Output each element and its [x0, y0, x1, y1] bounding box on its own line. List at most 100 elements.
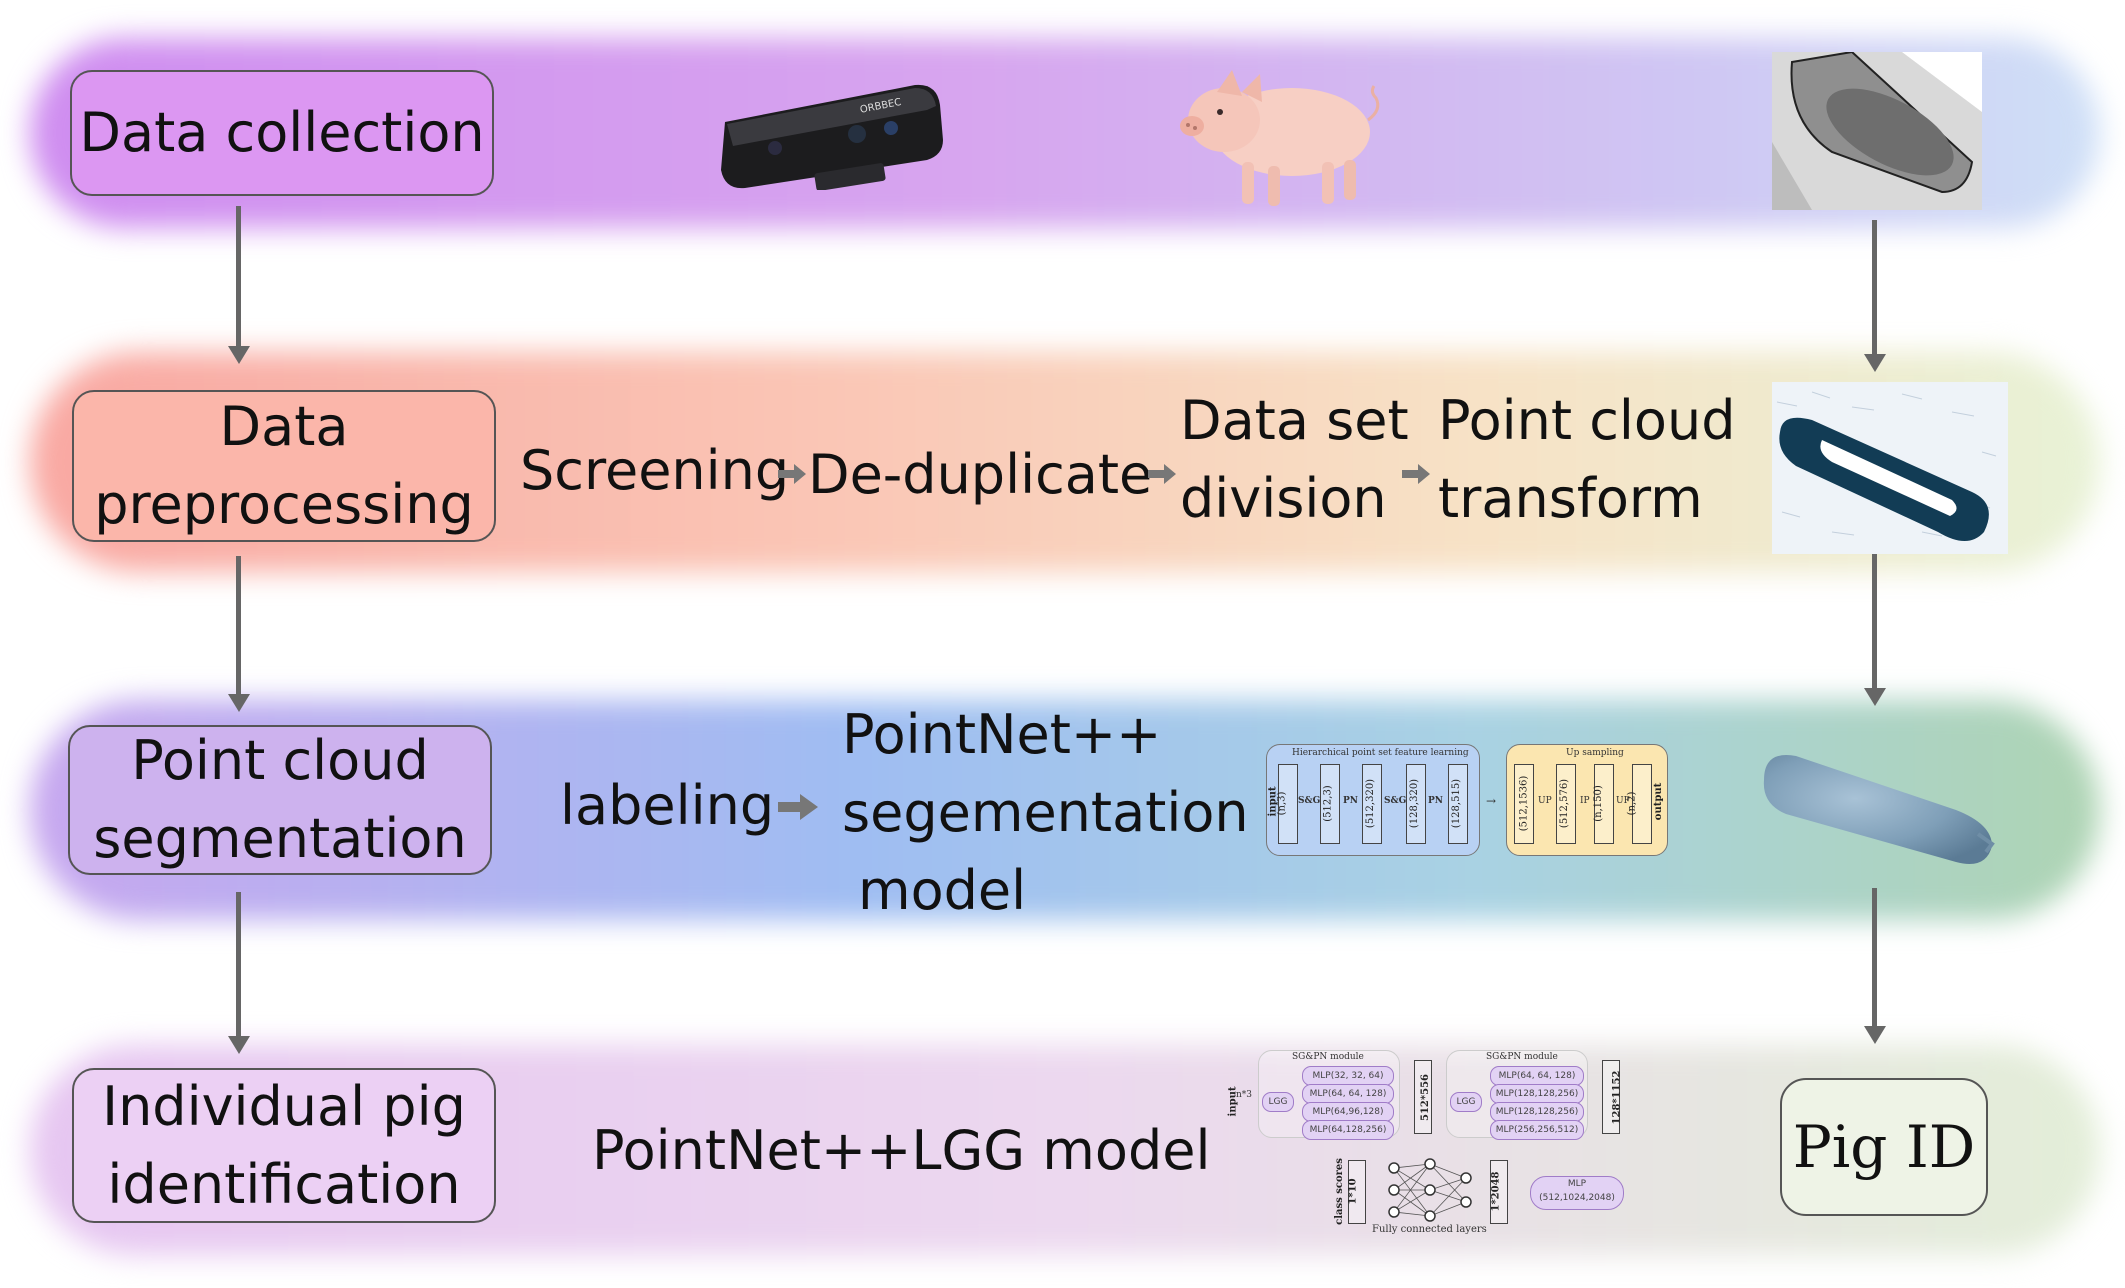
- lgg-fc-label: Fully connected layers: [1372, 1224, 1487, 1235]
- seg-enc-sg-1: S&G: [1298, 796, 1321, 806]
- fully-connected-layers-icon: [1388, 1158, 1472, 1222]
- seg-enc-cell-2: [1320, 764, 1340, 844]
- seg-enc-cell-3: [1362, 764, 1382, 844]
- stage-individual-pig-identification: Individual pig identification: [72, 1068, 496, 1223]
- lgg-dim-3: 1*2048: [1490, 1171, 1502, 1212]
- seg-model-line2: segementation: [842, 781, 1249, 844]
- step-transform-line1: Point cloud: [1438, 389, 1736, 452]
- lgg-module-2-mlp-2: MLP(128,128,256): [1490, 1084, 1584, 1104]
- seg-enc-cell-5: [1448, 764, 1468, 844]
- seg-encoder-block: [1266, 744, 1480, 856]
- stage-data-preprocessing: Data preprocessing: [72, 390, 496, 542]
- seg-enc-pn-2: PN: [1428, 796, 1443, 806]
- arrow-screening-to-deduplicate: [778, 464, 806, 484]
- step-labeling: labeling: [560, 774, 775, 837]
- step-division-line2: division: [1180, 467, 1387, 530]
- lgg-final-mlp: MLP (512,1024,2048): [1530, 1176, 1624, 1210]
- lgg-final-mlp-dims: (512,1024,2048): [1539, 1193, 1615, 1203]
- stage-identification-line1: Individual pig: [102, 1074, 466, 1138]
- lgg-module-2-title: SG&PN module: [1486, 1052, 1558, 1062]
- left-arrow-1-line: [236, 206, 241, 348]
- lgg-dim-1: 512*556: [1419, 1074, 1431, 1121]
- step-data-set-division: Data set division: [1180, 382, 1409, 538]
- step-lgg-model: PointNet++LGG model: [592, 1119, 1211, 1182]
- lgg-module-2-mlp-4: MLP(256,256,512): [1490, 1120, 1584, 1140]
- seg-enc-dim-3: (512,320): [1365, 778, 1377, 829]
- seg-enc-dim-4: (128,320): [1409, 778, 1421, 829]
- step-screening: Screening: [520, 439, 790, 502]
- lgg-module-1-mlp-1: MLP(32, 32, 64): [1302, 1066, 1394, 1086]
- lgg-module-1-lgg: LGG: [1262, 1092, 1294, 1112]
- stage-preprocessing-line1: Data: [219, 395, 349, 458]
- seg-enc-dim-5: (128,515): [1451, 778, 1463, 829]
- arrow-division-to-transform: [1402, 464, 1430, 484]
- depth-image: [1772, 52, 1982, 210]
- step-transform-line2: transform: [1438, 467, 1703, 530]
- seg-encoder-title: Hierarchical point set feature learning: [1292, 748, 1469, 758]
- lgg-feature-cell-2: [1602, 1060, 1620, 1134]
- seg-enc-sg-2: S&G: [1384, 796, 1407, 806]
- arrow-labeling-to-model: [778, 794, 818, 820]
- left-arrow-1-head: [228, 346, 250, 364]
- seg-dec-dim-1: (512,1536): [1518, 775, 1530, 832]
- seg-arrow-between-blocks: →: [1486, 794, 1497, 808]
- lgg-module-1-title: SG&PN module: [1292, 1052, 1364, 1062]
- seg-enc-dim-2: (512,3): [1322, 785, 1334, 822]
- seg-output-label: output: [1653, 782, 1665, 821]
- stage-preprocessing-line2: preprocessing: [94, 473, 474, 536]
- left-arrow-2-line: [236, 556, 241, 696]
- lgg-module-1-mlp-2: MLP(64, 64, 128): [1302, 1084, 1394, 1104]
- lgg-feature-cell-3: [1490, 1160, 1508, 1224]
- lgg-module-1-mlp-4: MLP(64,128,256): [1302, 1120, 1394, 1140]
- stage-data-collection-label: Data collection: [79, 101, 485, 164]
- segmented-pig-point-cloud-image: [1763, 755, 1995, 864]
- seg-dec-cell-4: [1632, 764, 1652, 844]
- seg-model-line1: PointNet++: [842, 703, 1162, 766]
- depth-camera-image: ORBBEC: [721, 84, 943, 190]
- pig-image: [1180, 70, 1380, 206]
- lgg-input-dim: n*3: [1236, 1090, 1253, 1100]
- step-division-line1: Data set: [1180, 389, 1409, 452]
- seg-dec-dim-2: (512,576): [1559, 778, 1571, 829]
- seg-enc-pn-1: PN: [1343, 796, 1358, 806]
- stage-identification-line2: identification: [107, 1152, 461, 1216]
- seg-dec-dim-4: (n,2): [1626, 791, 1638, 816]
- lgg-scores-cell: [1348, 1160, 1366, 1224]
- pig-id-output: Pig ID: [1780, 1078, 1988, 1216]
- seg-enc-cell-1: [1278, 764, 1298, 844]
- seg-dec-cell-1: [1514, 764, 1534, 844]
- step-segmentation-model: PointNet++ segementation model: [842, 696, 1249, 930]
- right-arrow-2-head: [1864, 688, 1886, 706]
- lgg-scores-dim: 1*10: [1347, 1178, 1359, 1205]
- lgg-final-mlp-label: MLP: [1567, 1179, 1587, 1189]
- left-arrow-3-head: [228, 1036, 250, 1054]
- left-arrow-3-line: [236, 892, 241, 1038]
- seg-dec-cell-2: [1556, 764, 1576, 844]
- right-arrow-3-head: [1864, 1026, 1886, 1044]
- right-arrow-3-line: [1872, 888, 1877, 1028]
- stage-data-collection: Data collection: [70, 70, 494, 196]
- seg-model-line3: model: [858, 859, 1027, 922]
- stage-segmentation-line1: Point cloud: [131, 729, 429, 792]
- stage-segmentation-line2: segmentation: [93, 807, 467, 870]
- stage-point-cloud-segmentation: Point cloud segmentation: [68, 725, 492, 875]
- lgg-feature-cell-1: [1414, 1060, 1432, 1134]
- seg-dec-up-1: UP: [1538, 796, 1552, 806]
- step-point-cloud-transform: Point cloud transform: [1438, 382, 1735, 538]
- seg-enc-cell-4: [1406, 764, 1426, 844]
- lgg-dim-2: 128*1152: [1611, 1070, 1623, 1125]
- pig-id-label: Pig ID: [1792, 1113, 1976, 1181]
- seg-dec-dim-3: (n,150): [1592, 785, 1604, 822]
- right-arrow-2-line: [1872, 550, 1877, 690]
- step-deduplicate: De-duplicate: [808, 443, 1153, 506]
- lgg-module-2-lgg: LGG: [1450, 1092, 1482, 1112]
- seg-decoder-title: Up sampling: [1566, 748, 1624, 758]
- lgg-module-2-mlp-3: MLP(128,128,256): [1490, 1102, 1584, 1122]
- left-arrow-2-head: [228, 694, 250, 712]
- seg-enc-dim-1: (n,3): [1276, 791, 1288, 816]
- arrow-deduplicate-to-division: [1148, 464, 1176, 484]
- right-arrow-1-line: [1872, 220, 1877, 356]
- seg-dec-ip: IP: [1580, 796, 1590, 806]
- right-arrow-1-head: [1864, 354, 1886, 372]
- lgg-module-2-mlp-1: MLP(64, 64, 128): [1490, 1066, 1584, 1086]
